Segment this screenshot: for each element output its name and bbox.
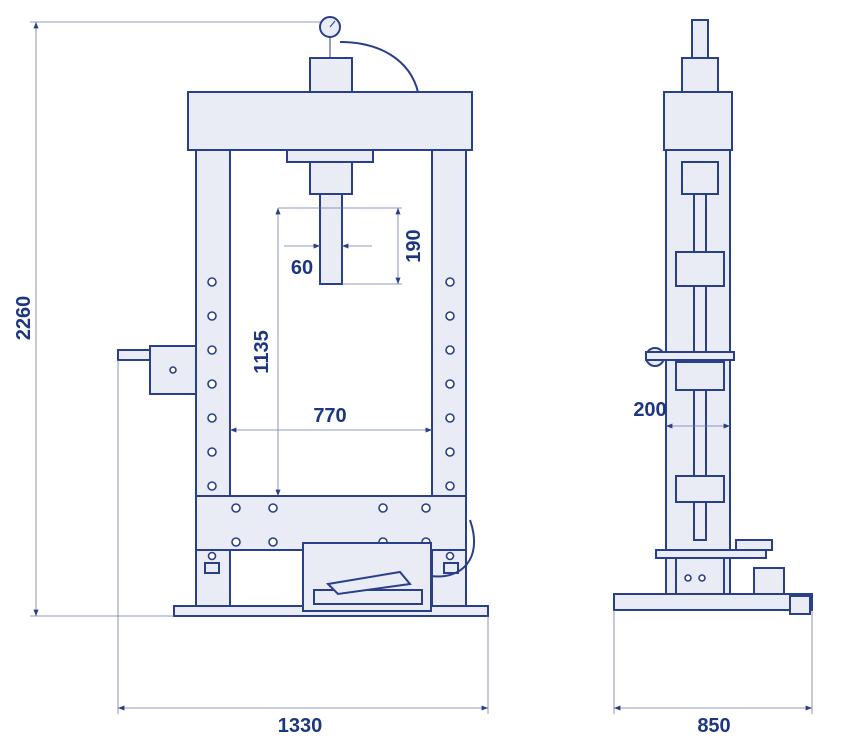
dim-overall-width: 1330 (278, 715, 323, 737)
pump-hose (430, 519, 476, 578)
ram-flange (286, 149, 374, 163)
side-cylinder (681, 57, 719, 93)
dim-frame-inner-width: 770 (313, 405, 346, 427)
ram-body (309, 161, 353, 195)
hydraulic-hose (339, 41, 419, 93)
side-base-plate (613, 593, 813, 611)
dim-side-depth: 850 (697, 715, 730, 737)
dim-overall-height: 2260 (13, 296, 35, 341)
dim-ram-diameter: 60 (291, 257, 313, 279)
ram-piston (319, 193, 343, 285)
foot-pedal (325, 570, 412, 596)
press-bed (195, 495, 467, 551)
side-top-block (663, 91, 733, 151)
pump-base (313, 589, 423, 605)
side-valve (691, 19, 709, 59)
right-column-holes (445, 277, 455, 491)
winch-handle (117, 349, 151, 361)
dim-side-clearance: 200 (633, 399, 666, 421)
side-view (613, 19, 813, 615)
cylinder-block (309, 57, 353, 93)
front-view (117, 16, 489, 617)
left-column-holes (207, 277, 217, 491)
dim-ram-stroke: 190 (403, 229, 425, 262)
dim-working-height: 1135 (251, 330, 273, 373)
top-crossbeam (187, 91, 473, 151)
